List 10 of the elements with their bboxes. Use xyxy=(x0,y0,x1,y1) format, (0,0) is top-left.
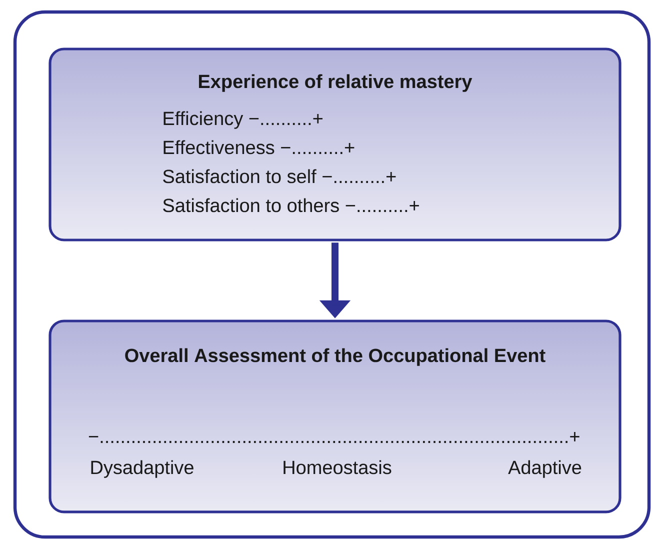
rating-scale-text: Effectiveness −..........+ xyxy=(164,140,354,154)
box-heading: Experience of relative mastery xyxy=(198,74,472,92)
rating-scale-text: Efficiency −..........+ xyxy=(164,111,322,129)
rating-scale-text: Satisfaction to self −..........+ xyxy=(163,169,396,184)
scale-label: Dysadaptive xyxy=(91,460,194,478)
scale-label: Homeostasis xyxy=(284,460,392,474)
rating-scale-text: Satisfaction to others −..........+ xyxy=(163,198,419,212)
scale-label: Adaptive xyxy=(508,460,582,478)
rating-scale-line: −.........................................................................................+ xyxy=(88,432,580,443)
box-heading: Overall Assessment of the Occupational Event xyxy=(125,348,546,366)
